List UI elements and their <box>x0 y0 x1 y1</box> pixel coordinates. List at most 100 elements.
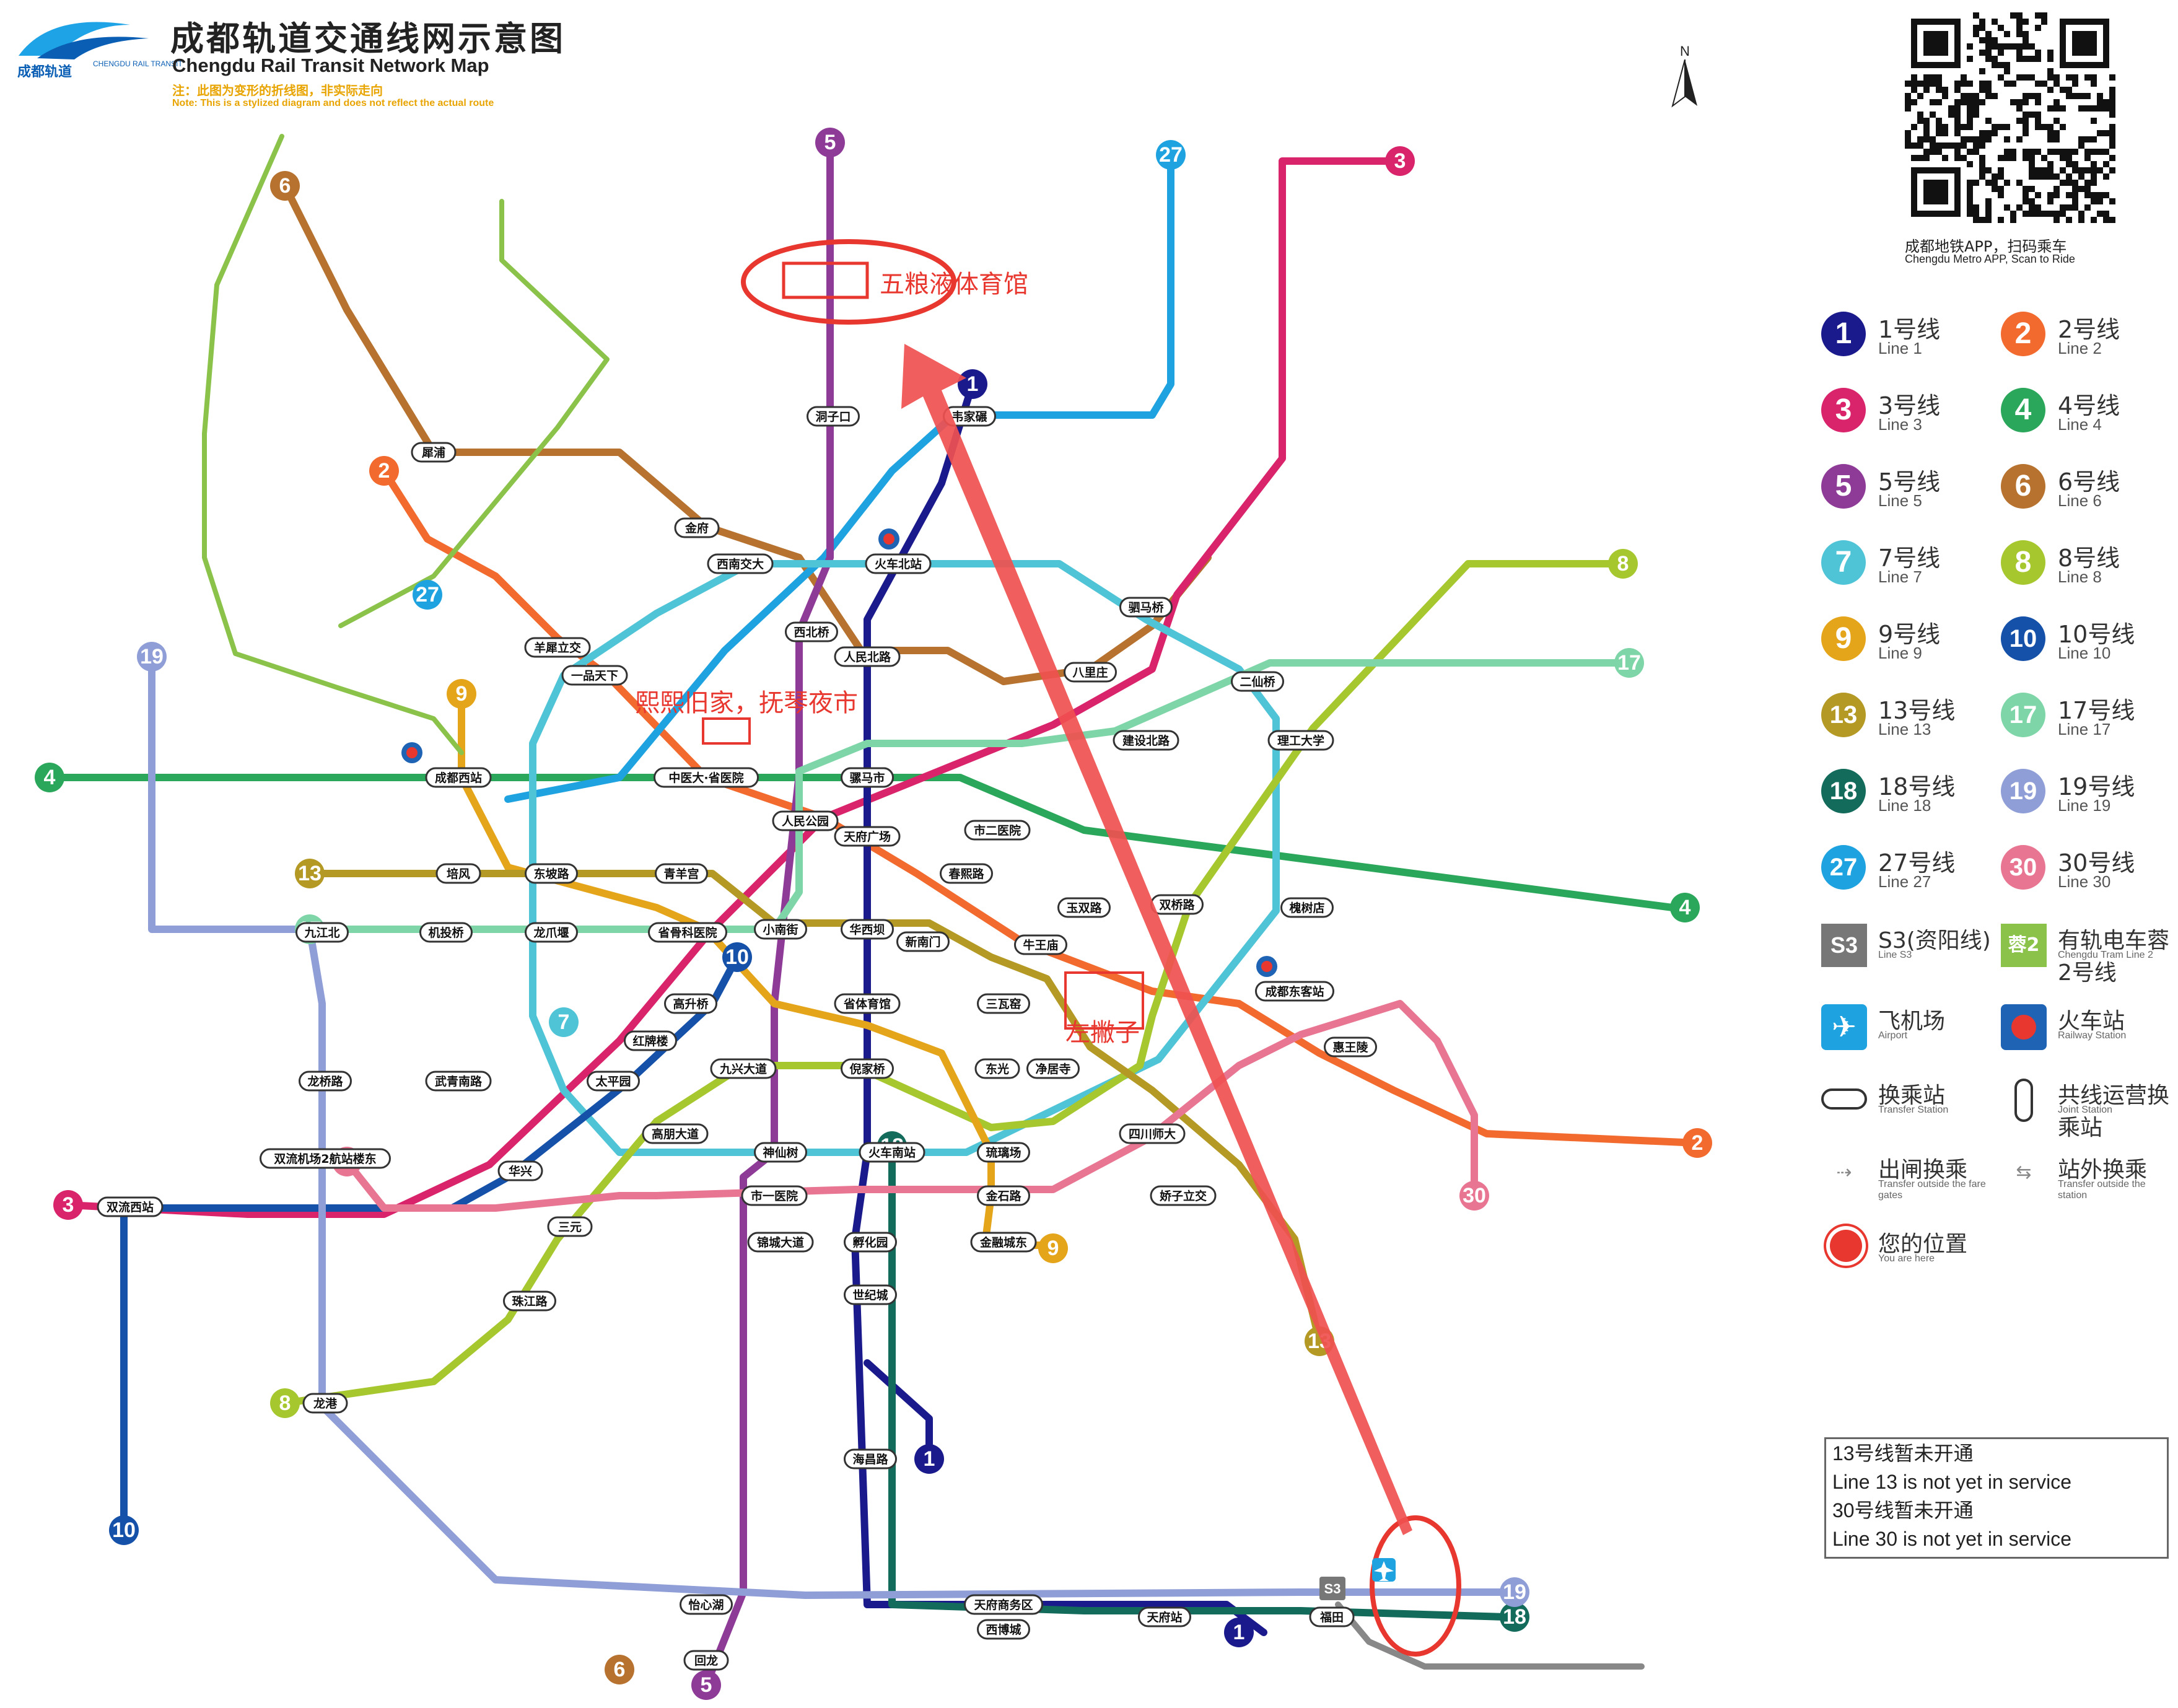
line-1-badge[interactable]: 1 <box>1224 1618 1254 1647</box>
station-xiaonanjie[interactable]: 小南街 <box>754 919 807 940</box>
station-chengdu_xizhan[interactable]: 成都西站 <box>425 767 492 788</box>
station-sanwayao[interactable]: 三瓦窑 <box>977 993 1030 1014</box>
line-19-badge[interactable]: 19 <box>137 642 167 672</box>
station-yipintianxia[interactable]: 一品天下 <box>561 665 628 686</box>
station-dongguang[interactable]: 东光 <box>974 1058 1020 1079</box>
line-13-badge[interactable]: 13 <box>295 859 325 888</box>
station-chunxilu[interactable]: 春熙路 <box>940 863 993 884</box>
line-6-badge[interactable]: 6 <box>270 171 300 201</box>
station-futian[interactable]: 福田 <box>1309 1606 1355 1627</box>
station-xibeiqiao[interactable]: 西北桥 <box>785 621 838 642</box>
line-8-badge[interactable]: 8 <box>1608 549 1638 579</box>
station-jingjusi[interactable]: 净居寺 <box>1026 1058 1080 1079</box>
station-ershiqiao[interactable]: 二仙桥 <box>1231 671 1284 692</box>
station-jianshebeilu[interactable]: 建设北路 <box>1113 730 1179 751</box>
line-6-badge[interactable]: 6 <box>605 1655 634 1684</box>
line-9-badge[interactable]: 9 <box>1038 1233 1068 1263</box>
line-7-badge[interactable]: 7 <box>549 1007 579 1037</box>
station-xipu[interactable]: 犀浦 <box>411 442 457 463</box>
line-9-badge[interactable]: 9 <box>447 679 476 709</box>
line-5-badge[interactable]: 5 <box>815 128 845 157</box>
station-wuqingnanlu[interactable]: 武青南路 <box>425 1071 492 1092</box>
station-taipingyuan[interactable]: 太平园 <box>587 1071 640 1092</box>
station-yangxilijiao[interactable]: 羊犀立交 <box>524 637 591 658</box>
line-30-badge[interactable]: 30 <box>1459 1181 1489 1211</box>
station-peifeng[interactable]: 培风 <box>435 863 481 884</box>
station-xinanjiaoda[interactable]: 西南交大 <box>707 553 774 574</box>
station-xibocheng[interactable]: 西博城 <box>977 1619 1030 1640</box>
station-ligongdaxue[interactable]: 理工大学 <box>1267 730 1334 751</box>
station-huochebeizhan[interactable]: 火车北站 <box>865 553 932 574</box>
station-shenxianshu[interactable]: 神仙树 <box>754 1142 807 1163</box>
station-shiyiyuan[interactable]: 市一医院 <box>741 1185 808 1206</box>
station-xinnanmen[interactable]: 新南门 <box>896 931 950 952</box>
station-jinfu[interactable]: 金府 <box>674 517 720 538</box>
station-renmingongyuan[interactable]: 人民公园 <box>772 810 839 831</box>
line-1-badge[interactable]: 1 <box>958 369 987 399</box>
station-shijicheng[interactable]: 世纪城 <box>844 1284 897 1305</box>
line-5-badge[interactable]: 5 <box>691 1670 721 1700</box>
station-liulijia[interactable]: 琉璃场 <box>977 1142 1030 1163</box>
line-4-badge[interactable]: 4 <box>1670 893 1700 922</box>
station-jinchengdadao[interactable]: 锦城大道 <box>747 1232 814 1253</box>
station-niuwangmiao[interactable]: 牛王庙 <box>1014 934 1067 955</box>
station-huaxing[interactable]: 华兴 <box>497 1160 543 1181</box>
line-27-badge[interactable]: 27 <box>413 580 442 610</box>
line-2-badge[interactable]: 2 <box>369 456 399 486</box>
station-tianfushangwuqu[interactable]: 天府商务区 <box>964 1594 1043 1615</box>
station-zhongyidaxingyiyuan[interactable]: 中医大·省医院 <box>654 767 759 788</box>
station-shengguke[interactable]: 省骨科医院 <box>648 922 727 943</box>
line-27-badge[interactable]: 27 <box>1156 140 1186 170</box>
line-3-badge[interactable]: 3 <box>53 1190 83 1220</box>
station-luomashi[interactable]: 骡马市 <box>841 767 894 788</box>
station-huiwangling[interactable]: 惠王陵 <box>1324 1036 1377 1058</box>
station-bajiaomiao[interactable]: 八里庄 <box>1064 662 1117 683</box>
station-qingyanggong[interactable]: 青羊宫 <box>655 863 708 884</box>
station-yushuanglu[interactable]: 玉双路 <box>1057 897 1111 918</box>
qr-code[interactable] <box>1905 12 2115 223</box>
station-shuangqiaolu[interactable]: 双桥路 <box>1150 894 1204 915</box>
station-shuangliuxizhan[interactable]: 双流西站 <box>97 1196 164 1217</box>
line-10-badge[interactable]: 10 <box>722 942 752 972</box>
line-17-badge[interactable]: 17 <box>1614 648 1644 678</box>
station-jiujiangbei[interactable]: 九江北 <box>295 922 349 943</box>
station-shengtiyuguan[interactable]: 省体育馆 <box>834 993 901 1014</box>
station-sanyuan[interactable]: 三元 <box>547 1216 593 1237</box>
station-sichuanshida[interactable]: 四川师大 <box>1119 1123 1186 1144</box>
station-longzhuayan[interactable]: 龙爪堰 <box>525 922 578 943</box>
station-chengdudongkezhan[interactable]: 成都东客站 <box>1255 981 1334 1002</box>
station-haichanglu[interactable]: 海昌路 <box>844 1448 897 1469</box>
station-tianfuguangchang[interactable]: 天府广场 <box>834 826 901 847</box>
station-jitoupu[interactable]: 机投桥 <box>419 922 473 943</box>
station-huochenanzhan[interactable]: 火车南站 <box>859 1142 925 1163</box>
station-jinshilu[interactable]: 金石路 <box>977 1185 1030 1206</box>
station-jinrongchengdong[interactable]: 金融城东 <box>970 1232 1037 1253</box>
station-huaxiba[interactable]: 华西坝 <box>841 919 894 940</box>
station-longgang[interactable]: 龙港 <box>302 1393 348 1414</box>
station-huilong[interactable]: 回龙 <box>683 1650 729 1671</box>
station-jiaozilijiao[interactable]: 娇子立交 <box>1150 1185 1217 1206</box>
line-2-badge[interactable]: 2 <box>1682 1128 1712 1158</box>
station-dongpolu[interactable]: 东坡路 <box>525 863 578 884</box>
station-shuangliu_t2[interactable]: 双流机场2航站楼东 <box>260 1148 391 1169</box>
line-19-badge[interactable]: 19 <box>1500 1577 1529 1607</box>
line-8-badge[interactable]: 8 <box>270 1388 300 1418</box>
station-dongzikou[interactable]: 洞子口 <box>807 406 860 427</box>
line-4-badge[interactable]: 4 <box>35 763 64 792</box>
line-3-badge[interactable]: 3 <box>1385 146 1415 176</box>
station-gaopeng[interactable]: 高朋大道 <box>642 1123 709 1144</box>
station-longqiaolu[interactable]: 龙桥路 <box>299 1071 352 1092</box>
station-nihuiqiao[interactable]: 倪家桥 <box>841 1058 894 1079</box>
station-tianfuzhan[interactable]: 天府站 <box>1138 1606 1191 1627</box>
s3-badge[interactable]: S3 <box>1319 1577 1345 1600</box>
station-huaishudian[interactable]: 槐树店 <box>1280 897 1334 918</box>
line-18-badge[interactable]: 18 <box>1500 1602 1529 1632</box>
station-gaoshengqiao[interactable]: 高升桥 <box>664 993 717 1014</box>
station-renminbeilu[interactable]: 人民北路 <box>834 646 901 667</box>
line-1-badge[interactable]: 1 <box>914 1444 944 1474</box>
station-hongpailou[interactable]: 红牌楼 <box>624 1030 677 1051</box>
station-shierhospital[interactable]: 市二医院 <box>964 820 1031 841</box>
station-fuhua[interactable]: 孵化园 <box>844 1232 897 1253</box>
station-yixinhu[interactable]: 怡心湖 <box>680 1594 733 1615</box>
station-jiuxingdadao[interactable]: 九兴大道 <box>710 1058 777 1079</box>
